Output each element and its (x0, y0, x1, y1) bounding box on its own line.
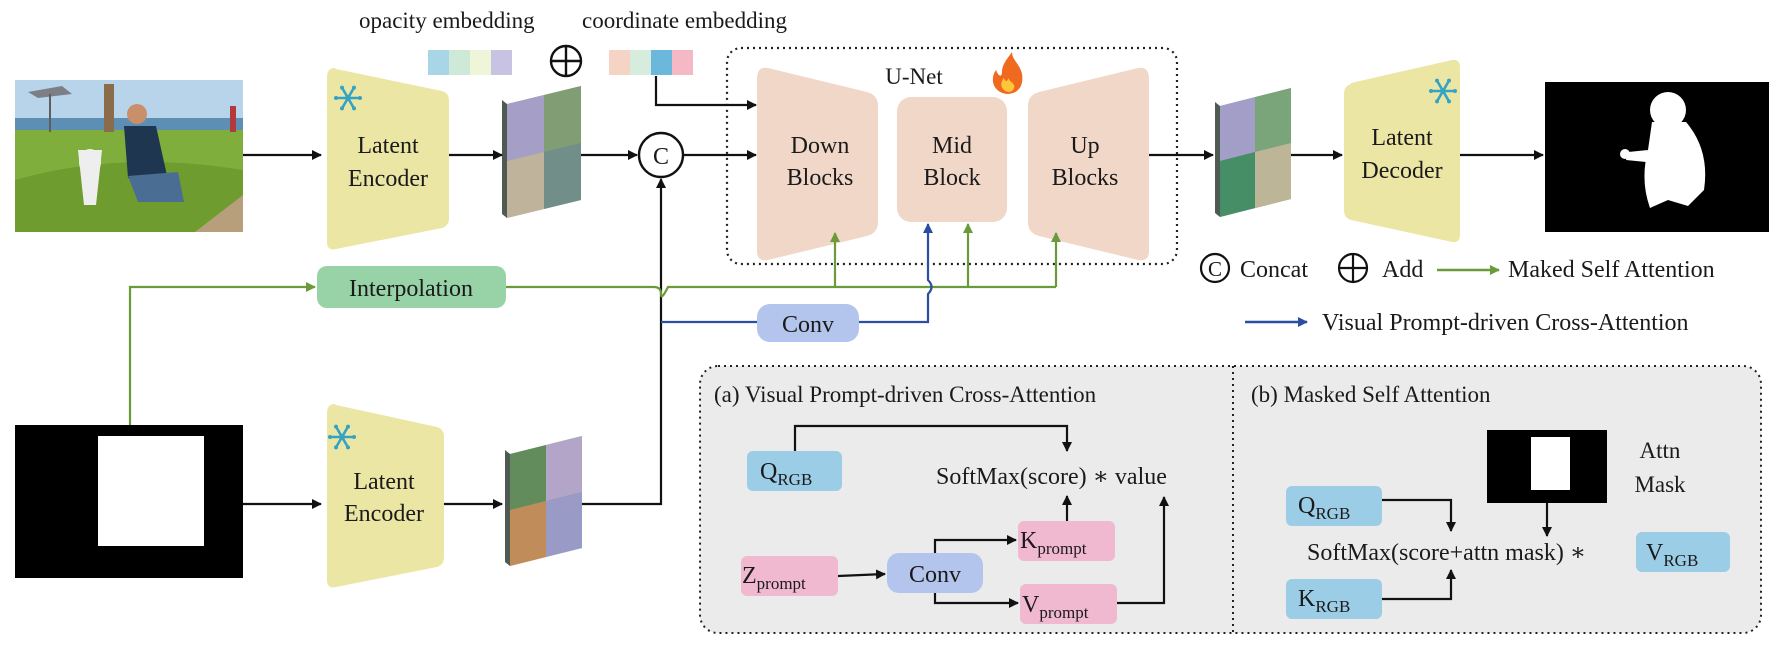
embedding-cell (609, 50, 630, 75)
q-rgb-label-b: QRGB (1298, 493, 1350, 523)
decoder-line1: Latent (1371, 125, 1433, 151)
embedding-cell (449, 50, 470, 75)
concat-node: C (637, 131, 685, 179)
coordinate-embedding (609, 50, 693, 75)
embedding-cell (428, 50, 449, 75)
coordinate-embedding-label: coordinate embedding (582, 8, 788, 33)
k-prompt-label: Kprompt (1020, 528, 1087, 558)
add-icon (549, 44, 583, 78)
attn-mask-line2: Mask (1634, 472, 1686, 497)
unet-module: U-Net Down Blocks Mid Block Up Blocks (725, 46, 1179, 266)
latent-tensor-top (502, 86, 581, 218)
legend-concat-symbol: C (1208, 257, 1222, 281)
encoder-top-line2: Encoder (348, 166, 428, 192)
opacity-embedding-label: opacity embedding (359, 8, 535, 33)
down-blocks-line1: Down (791, 133, 850, 159)
fire-icon (992, 52, 1023, 94)
encoder-bottom-line1: Latent (353, 469, 415, 495)
mid-block-line2: Block (923, 165, 980, 191)
interpolation-label: Interpolation (349, 276, 473, 302)
conv-box-a (887, 553, 983, 593)
panel-a-title: (a) Visual Prompt-driven Cross-Attention (714, 382, 1097, 407)
input-photo (15, 80, 243, 232)
encoder-top-line1: Latent (357, 133, 419, 159)
mid-block-line1: Mid (932, 133, 972, 159)
k-rgb-box-b (1286, 579, 1382, 619)
panel-b-title: (b) Masked Self Attention (1251, 382, 1491, 407)
masked-self-attention-arrows (128, 223, 1061, 425)
unet-title: U-Net (885, 64, 943, 89)
add-legend-icon (1337, 252, 1369, 284)
conv-label-a: Conv (909, 562, 961, 588)
latent-encoder-top: Latent Encoder (327, 68, 449, 250)
up-blocks (1028, 67, 1149, 261)
latent-tensor-bottom (505, 436, 582, 566)
z-prompt-label: Zprompt (742, 563, 806, 593)
softmax-formula-a: SoftMax(score) ∗ value (936, 464, 1167, 490)
k-prompt-box (1018, 521, 1115, 561)
down-blocks (757, 67, 878, 261)
unet-boundary (725, 46, 1179, 266)
v-rgb-box-b (1636, 532, 1730, 572)
latent-decoder: Latent Decoder (1344, 59, 1460, 243)
softmax-formula-b: SoftMax(score+attn mask) ∗ (1307, 540, 1586, 566)
legend: C Concat Add Maked Self Attention Visual… (1199, 252, 1715, 336)
input-mask-image (15, 425, 243, 578)
conv-label: Conv (782, 312, 834, 338)
opacity-embedding (428, 50, 512, 75)
legend-concat: Concat (1240, 257, 1308, 283)
embedding-cell (470, 50, 491, 75)
attn-mask-line1: Attn (1640, 438, 1681, 463)
down-blocks-line2: Blocks (787, 165, 854, 191)
v-rgb-label-b: VRGB (1646, 540, 1698, 570)
v-prompt-box (1020, 584, 1117, 624)
v-prompt-label: Vprompt (1022, 592, 1089, 622)
main-flow-arrows (243, 76, 1544, 509)
z-prompt-box (741, 556, 838, 596)
up-blocks-line2: Blocks (1052, 165, 1119, 191)
q-rgb-box (747, 451, 842, 491)
concat-symbol: C (653, 144, 669, 170)
embedding-cell (630, 50, 651, 75)
encoder-bottom-line2: Encoder (344, 501, 424, 527)
k-rgb-label-b: KRGB (1298, 586, 1350, 616)
legend-green-arrow: Maked Self Attention (1508, 257, 1715, 283)
q-rgb-box-b (1286, 486, 1382, 526)
latent-tensor-output (1215, 88, 1291, 217)
q-rgb-label: QRGB (760, 459, 812, 489)
output-alpha-matte (1545, 82, 1769, 232)
concat-legend-icon (1199, 252, 1231, 284)
legend-blue-arrow: Visual Prompt-driven Cross-Attention (1322, 310, 1689, 336)
up-blocks-line1: Up (1070, 133, 1099, 159)
interpolation-box: Interpolation (317, 266, 506, 308)
conv-box: Conv (757, 304, 859, 342)
cross-attention-arrows (661, 223, 933, 324)
panel-masked-self-attention: (b) Masked Self Attention Attn Mask QRGB… (1251, 382, 1730, 619)
mid-block (897, 97, 1007, 222)
panel-cross-attention: (a) Visual Prompt-driven Cross-Attention… (714, 382, 1169, 624)
legend-add: Add (1382, 257, 1423, 283)
embedding-cell (651, 50, 672, 75)
embedding-cell (672, 50, 693, 75)
decoder-line2: Decoder (1361, 158, 1442, 184)
embedding-cell (491, 50, 512, 75)
latent-encoder-bottom: Latent Encoder (326, 404, 444, 588)
